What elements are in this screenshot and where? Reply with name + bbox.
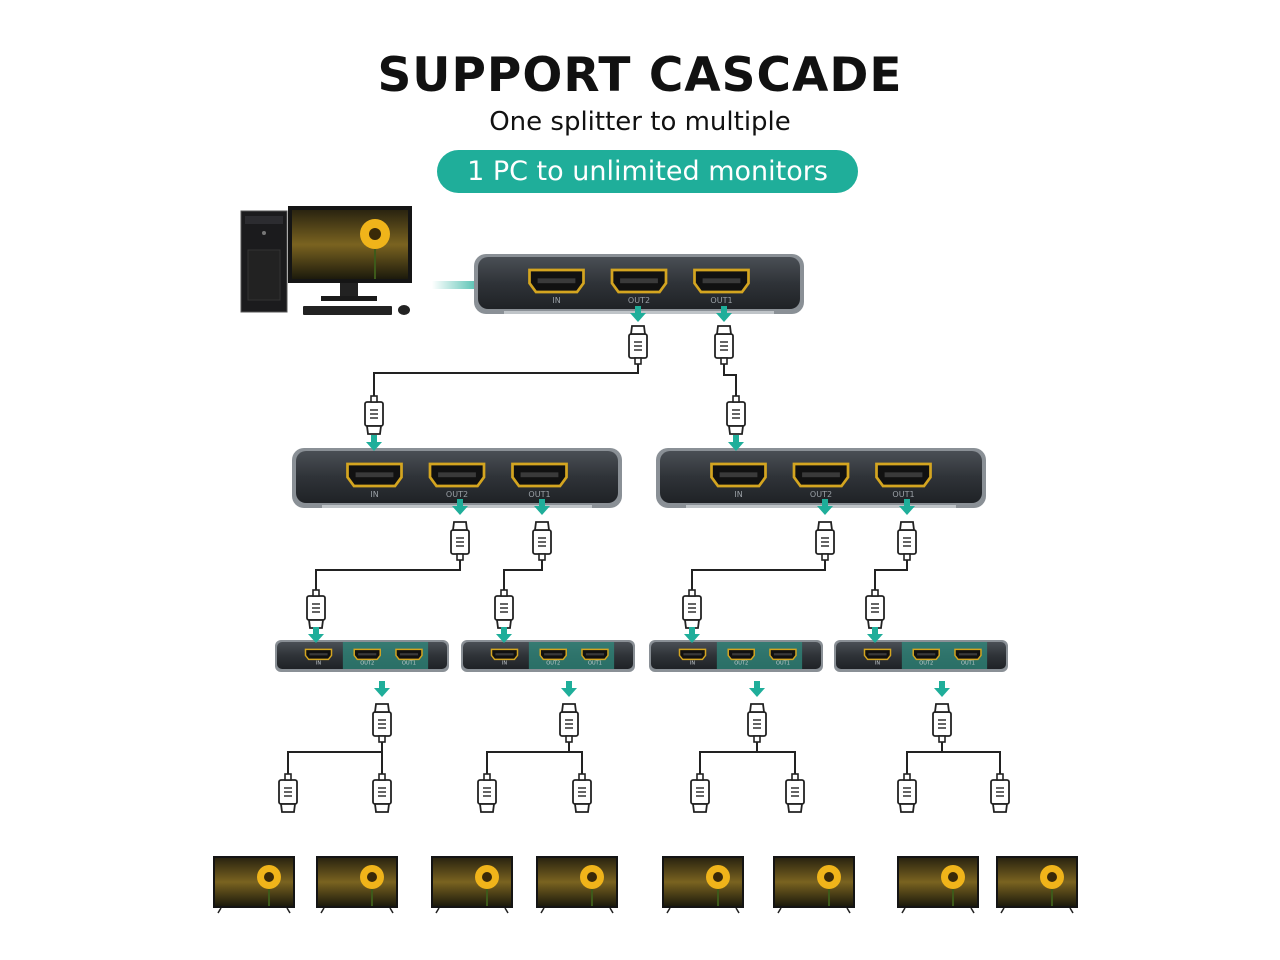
port-out2-label: OUT2 (628, 296, 650, 305)
port-out1-label: OUT1 (710, 296, 732, 305)
hdmi-splitter-icon: IN OUT2 OUT1 (656, 448, 986, 508)
hdmi-plug-icon (478, 774, 496, 812)
hdmi-plug-icon (748, 704, 766, 742)
hdmi-plug-icon (560, 704, 578, 742)
arrow-icon (934, 681, 950, 697)
port-out2-label: OUT2 (734, 660, 748, 666)
hdmi-plug-icon (715, 326, 733, 364)
tv-icon (213, 856, 295, 913)
hdmi-plug-icon (991, 774, 1009, 812)
port-out1-label: OUT1 (961, 660, 975, 666)
tv-icon (431, 856, 513, 913)
tv-icon (316, 856, 398, 913)
port-in-label: IN (370, 490, 378, 499)
hdmi-plug-icon (786, 774, 804, 812)
tv-icon (996, 856, 1078, 913)
hdmi-splitter-icon: IN OUT2 OUT1 (649, 640, 823, 672)
monitor-icon (288, 206, 412, 301)
hdmi-plug-icon (898, 522, 916, 560)
port-out1-label: OUT1 (402, 660, 416, 666)
hdmi-splitter-icon: IN OUT2 OUT1 (275, 640, 449, 672)
port-in-label: IN (316, 660, 321, 666)
tv-icon (773, 856, 855, 913)
tv-icon (897, 856, 979, 913)
tv-icon (662, 856, 744, 913)
hdmi-plug-icon (279, 774, 297, 812)
port-in-label: IN (552, 296, 560, 305)
hdmi-splitter-icon: IN OUT2 OUT1 (474, 254, 804, 314)
port-out1-label: OUT1 (588, 660, 602, 666)
hdmi-plug-icon (629, 326, 647, 364)
port-out2-label: OUT2 (810, 490, 832, 499)
hdmi-plug-icon (898, 774, 916, 812)
hdmi-plug-icon (727, 396, 745, 434)
hdmi-plug-icon (816, 522, 834, 560)
hdmi-plug-icon (373, 704, 391, 742)
arrow-icon (374, 681, 390, 697)
arrow-icon (561, 681, 577, 697)
hdmi-plug-icon (866, 590, 884, 628)
port-in-label: IN (875, 660, 880, 666)
hdmi-plug-icon (933, 704, 951, 742)
port-out1-label: OUT1 (528, 490, 550, 499)
arrow-icon (749, 681, 765, 697)
hdmi-plug-icon (533, 522, 551, 560)
tv-icon (536, 856, 618, 913)
hdmi-plug-icon (365, 396, 383, 434)
port-out2-label: OUT2 (919, 660, 933, 666)
port-out2-label: OUT2 (446, 490, 468, 499)
hdmi-plug-icon (573, 774, 591, 812)
desktop-pc-icon (241, 211, 287, 312)
hdmi-splitter-icon: IN OUT2 OUT1 (461, 640, 635, 672)
hdmi-plug-icon (451, 522, 469, 560)
hdmi-splitter-icon: IN OUT2 OUT1 (834, 640, 1008, 672)
cable-lines (288, 358, 1000, 778)
port-in-label: IN (734, 490, 742, 499)
port-out2-label: OUT2 (546, 660, 560, 666)
mouse-icon (398, 305, 410, 315)
port-out1-label: OUT1 (892, 490, 914, 499)
hdmi-plug-icon (683, 590, 701, 628)
hdmi-plug-icon (691, 774, 709, 812)
keyboard-icon (303, 306, 392, 315)
hdmi-plug-icon (495, 590, 513, 628)
port-in-label: IN (502, 660, 507, 666)
port-in-label: IN (690, 660, 695, 666)
port-out2-label: OUT2 (360, 660, 374, 666)
port-out1-label: OUT1 (776, 660, 790, 666)
hdmi-plug-icon (373, 774, 391, 812)
hdmi-plug-icon (307, 590, 325, 628)
